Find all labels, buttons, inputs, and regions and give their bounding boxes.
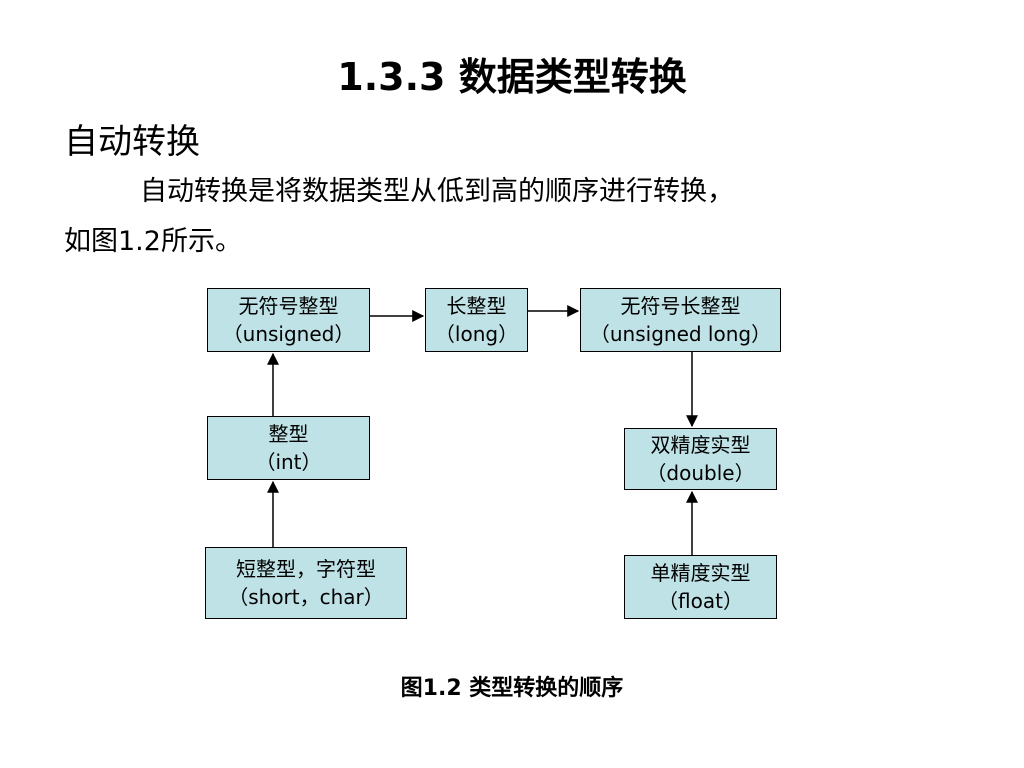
node-short-char-name: 短整型，字符型 (236, 557, 376, 581)
paragraph-line-1: 自动转换是将数据类型从低到高的顺序进行转换， (140, 176, 734, 207)
node-float: 单精度实型 （float） (624, 555, 777, 619)
node-int-name: 整型 (268, 422, 309, 446)
node-short-char-type: （short，char） (228, 585, 384, 609)
node-float-type: （float） (658, 589, 743, 613)
node-long: 长整型 （long） (425, 288, 528, 352)
node-unsigned-long: 无符号长整型 （unsigned long） (580, 288, 781, 352)
paragraph-line-2: 如图1.2所示。 (64, 226, 242, 257)
node-int: 整型 （int） (207, 416, 370, 480)
node-unsigned: 无符号整型 （unsigned） (207, 288, 370, 352)
node-long-name: 长整型 (446, 294, 507, 318)
node-unsigned-type: （unsigned） (222, 322, 355, 346)
node-double-name: 双精度实型 (650, 433, 751, 457)
node-double: 双精度实型 （double） (624, 428, 777, 490)
node-int-type: （int） (255, 450, 322, 474)
node-float-name: 单精度实型 (650, 561, 751, 585)
node-short-char: 短整型，字符型 （short，char） (205, 547, 407, 619)
node-double-type: （double） (646, 461, 755, 485)
node-unsigned-long-type: （unsigned long） (589, 322, 772, 346)
node-unsigned-long-name: 无符号长整型 (620, 294, 741, 318)
node-long-type: （long） (434, 322, 519, 346)
slide-title: 1.3.3 数据类型转换 (337, 55, 687, 99)
node-unsigned-name: 无符号整型 (238, 294, 339, 318)
figure-caption: 图1.2 类型转换的顺序 (400, 676, 624, 701)
section-heading: 自动转换 (64, 122, 200, 162)
